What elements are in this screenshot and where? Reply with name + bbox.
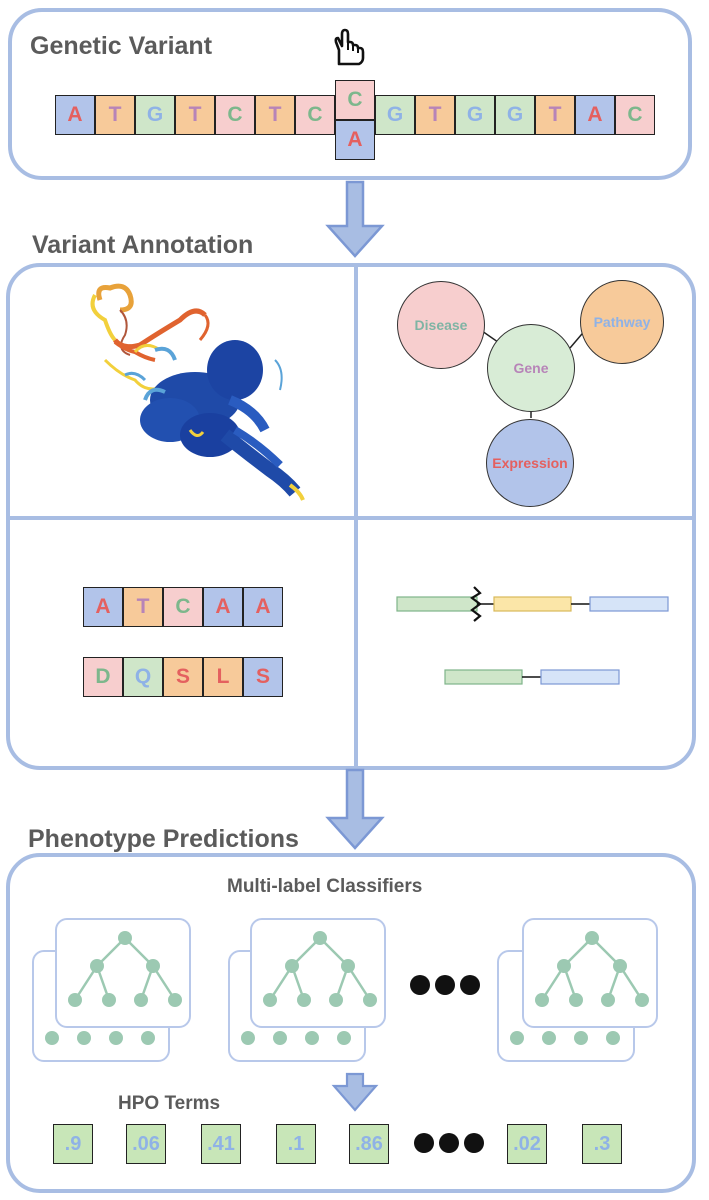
dna-base: T <box>255 95 295 135</box>
nucleotide-base: A <box>243 587 283 627</box>
down-arrow-2 <box>325 768 385 850</box>
dna-base: G <box>495 95 535 135</box>
classifier-card <box>55 918 191 1028</box>
ellipsis-dot <box>460 975 480 995</box>
transcript-diagram <box>396 586 669 685</box>
classifier-card <box>522 918 658 1028</box>
ellipsis-dot <box>435 975 455 995</box>
hpo-term-score: .41 <box>201 1124 241 1164</box>
network-node-pathway: Pathway <box>580 280 664 364</box>
ellipsis-dot <box>439 1133 459 1153</box>
annotation-divider-horizontal <box>9 516 693 520</box>
tree-leaf-nodes-icon <box>45 1031 155 1045</box>
dna-base: T <box>535 95 575 135</box>
dna-base: A <box>55 95 95 135</box>
dna-base: T <box>95 95 135 135</box>
protein-structure-image <box>90 283 305 501</box>
dna-base: G <box>455 95 495 135</box>
amino-acid: D <box>83 657 123 697</box>
network-node-expression: Expression <box>486 419 574 507</box>
decision-tree-icon <box>263 931 377 1007</box>
ellipsis-dot <box>414 1133 434 1153</box>
hpo-term-score: .86 <box>349 1124 389 1164</box>
nucleotide-base: C <box>163 587 203 627</box>
amino-acid: S <box>163 657 203 697</box>
ellipsis-dot <box>464 1133 484 1153</box>
hpo-term-score: .1 <box>276 1124 316 1164</box>
nucleotide-base: A <box>203 587 243 627</box>
dna-base: A <box>575 95 615 135</box>
dna-base: T <box>415 95 455 135</box>
decision-tree-icon <box>68 931 182 1007</box>
ellipsis-dot <box>410 975 430 995</box>
hpo-term-score: .3 <box>582 1124 622 1164</box>
amino-acid: S <box>243 657 283 697</box>
network-node-disease: Disease <box>397 281 485 369</box>
nucleotide-base: T <box>123 587 163 627</box>
hpo-term-score: .9 <box>53 1124 93 1164</box>
variant-annotation-title: Variant Annotation <box>32 231 254 259</box>
dna-base: C <box>215 95 255 135</box>
dna-base: C <box>335 80 375 120</box>
classifiers-label: Multi-label Classifiers <box>227 876 423 897</box>
network-node-gene: Gene <box>487 324 575 412</box>
tree-leaf-nodes-icon <box>510 1031 620 1045</box>
classifier-card <box>250 918 386 1028</box>
dna-base: G <box>375 95 415 135</box>
hpo-term-score: .02 <box>507 1124 547 1164</box>
nucleotide-base: A <box>83 587 123 627</box>
tree-leaf-nodes-icon <box>241 1031 351 1045</box>
dna-base: C <box>615 95 655 135</box>
pointing-hand-icon <box>334 28 365 66</box>
amino-acid: L <box>203 657 243 697</box>
hpo-terms-label: HPO Terms <box>118 1093 221 1114</box>
genetic-variant-title: Genetic Variant <box>30 32 213 60</box>
amino-acid: Q <box>123 657 163 697</box>
decision-tree-icon <box>535 931 649 1007</box>
phenotype-predictions-title: Phenotype Predictions <box>28 825 299 853</box>
down-arrow-1 <box>325 180 385 258</box>
dna-base: C <box>295 95 335 135</box>
dna-base: G <box>135 95 175 135</box>
variant-alt-base: A <box>335 120 375 160</box>
down-arrow-3 <box>331 1072 379 1112</box>
hpo-term-score: .06 <box>126 1124 166 1164</box>
dna-base: T <box>175 95 215 135</box>
